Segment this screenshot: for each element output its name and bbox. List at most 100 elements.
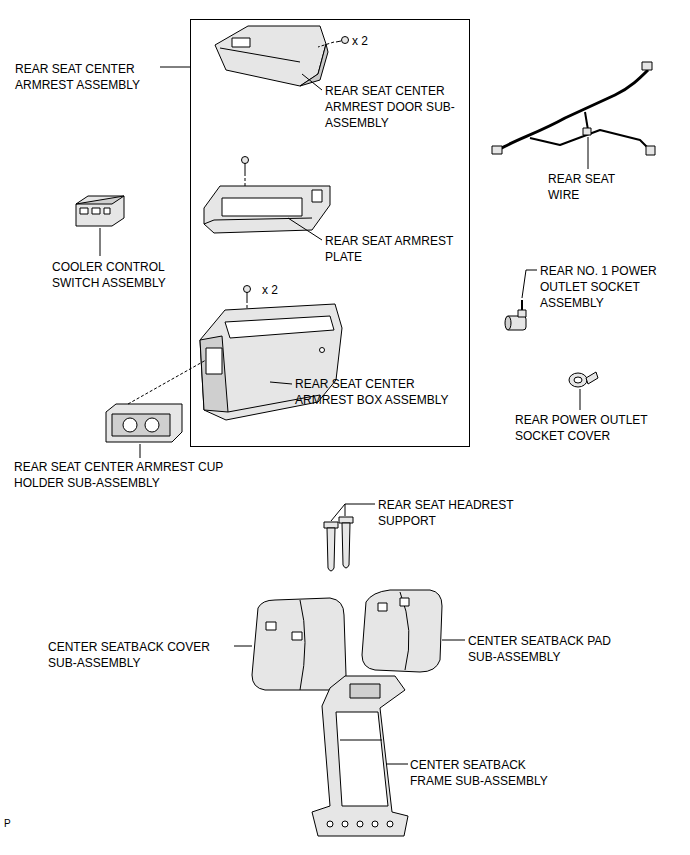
armrest-plate-part xyxy=(204,220,214,224)
headrest-support-part xyxy=(327,528,335,571)
seatback-frame-part xyxy=(357,821,363,827)
screw-icon-part xyxy=(245,163,246,176)
armrest-door xyxy=(215,26,328,86)
part-name: CENTER SEATBACK COVER SUB-ASSEMBLY xyxy=(48,639,230,671)
seatback-frame-part xyxy=(342,821,348,827)
armrest-plate-part xyxy=(204,186,330,233)
socket-cover-part xyxy=(574,377,582,383)
cup-holder-part xyxy=(112,414,170,436)
seatback-cover xyxy=(252,598,346,690)
seatback-pad-part xyxy=(400,592,409,670)
cooler-switch-part xyxy=(92,208,100,214)
screw-icon xyxy=(336,37,349,44)
headrest-support-part xyxy=(342,523,350,568)
assembly-heading: REAR SEAT CENTER ARMREST ASSEMBLY xyxy=(15,61,165,93)
armrest-box-part xyxy=(225,316,334,338)
cup-holder-part xyxy=(106,404,182,442)
part-name: REAR SEAT HEADREST SUPPORT xyxy=(378,497,533,529)
seatback-frame-part xyxy=(350,684,380,698)
socket-cover-part xyxy=(586,372,598,384)
cup-holder-part xyxy=(145,418,159,432)
armrest-plate-part xyxy=(222,198,302,216)
armrest-plate xyxy=(204,186,330,233)
seatback-cover-part xyxy=(292,632,302,640)
screw-icon-part xyxy=(242,157,249,164)
quantity-mark: x 2 xyxy=(262,282,302,298)
headrest-support xyxy=(324,517,353,571)
armrest-plate-part xyxy=(312,190,322,202)
leader-line xyxy=(442,640,465,641)
power-outlet-socket-part xyxy=(505,316,511,330)
leader-line xyxy=(302,74,322,90)
quantity-mark: x 2 xyxy=(352,33,392,49)
dashed-line xyxy=(128,360,206,404)
seatback-frame-part xyxy=(372,821,378,827)
cooler-switch-part xyxy=(104,208,110,214)
seatback-frame-part xyxy=(387,821,393,827)
headrest-support-part xyxy=(324,522,338,528)
cooler-switch-part xyxy=(76,196,124,204)
armrest-door-part xyxy=(232,38,250,47)
seat-wire-part xyxy=(583,128,591,135)
part-name: REAR POWER OUTLET SOCKET COVER xyxy=(515,412,665,444)
part-name: REAR NO. 1 POWER OUTLET SOCKET ASSEMBLY xyxy=(540,263,670,311)
screw-icon-part xyxy=(336,41,341,42)
seatback-frame-part xyxy=(312,676,408,836)
seatback-cover-part xyxy=(300,600,305,690)
leader-line xyxy=(140,444,141,458)
armrest-plate-part xyxy=(214,218,312,220)
seat-wire xyxy=(492,62,655,155)
armrest-box-part xyxy=(320,348,325,353)
armrest-door-part xyxy=(220,48,300,62)
seat-wire-part xyxy=(585,112,588,130)
part-name: COOLER CONTROL SWITCH ASSEMBLY xyxy=(52,259,192,291)
leader-line xyxy=(580,389,581,410)
part-name: REAR SEAT ARMREST PLATE xyxy=(325,233,470,265)
leader-line xyxy=(522,270,537,298)
screw-icon-part xyxy=(247,292,248,303)
leader-line xyxy=(160,67,190,68)
armrest-box-part xyxy=(200,336,228,412)
seatback-frame-part xyxy=(336,712,388,806)
cup-holder xyxy=(106,404,182,442)
seatback-cover-part xyxy=(266,622,276,630)
seatback-frame-part xyxy=(327,821,333,827)
leader-line xyxy=(234,646,252,647)
part-name: CENTER SEATBACK PAD SUB-ASSEMBLY xyxy=(468,633,638,665)
screw-icon xyxy=(242,157,249,177)
part-name: CENTER SEATBACK FRAME SUB-ASSEMBLY xyxy=(410,757,565,789)
seat-wire-part xyxy=(646,146,655,155)
cooler-switch-part xyxy=(76,196,124,226)
seatback-pad-part xyxy=(400,598,409,606)
seatback-cover-part xyxy=(252,598,346,690)
part-name: REAR SEAT CENTER ARMREST CUP HOLDER SUB-… xyxy=(14,459,259,491)
screw-icon-part xyxy=(342,37,349,44)
seat-wire-part xyxy=(642,62,652,70)
seatback-pad-part xyxy=(378,603,387,611)
leader-line xyxy=(331,504,345,521)
power-outlet-socket-part xyxy=(518,310,526,317)
seatback-frame xyxy=(312,676,408,836)
seatback-frame-part xyxy=(340,740,382,741)
leader-line xyxy=(386,764,408,765)
leader-line xyxy=(345,504,375,516)
seatback-pad xyxy=(362,590,442,672)
cooler-switch xyxy=(76,196,124,226)
dashed-line xyxy=(318,42,334,47)
seatback-pad-part xyxy=(362,590,442,672)
seat-wire-part xyxy=(492,146,502,154)
leader-line xyxy=(288,218,322,240)
socket-cover-part xyxy=(569,373,587,387)
socket-cover xyxy=(569,372,598,387)
cup-holder-part xyxy=(123,418,137,432)
screw-icon-part xyxy=(244,286,251,293)
part-name: REAR SEAT CENTER ARMREST BOX ASSEMBLY xyxy=(295,376,460,408)
leader-line xyxy=(270,382,292,384)
cooler-switch-part xyxy=(80,208,88,214)
power-outlet-socket-part xyxy=(506,316,526,330)
screw-icon xyxy=(244,286,251,304)
headrest-support-part xyxy=(339,517,353,523)
part-name: REAR SEAT WIRE xyxy=(548,171,638,203)
armrest-door-part xyxy=(300,44,328,86)
